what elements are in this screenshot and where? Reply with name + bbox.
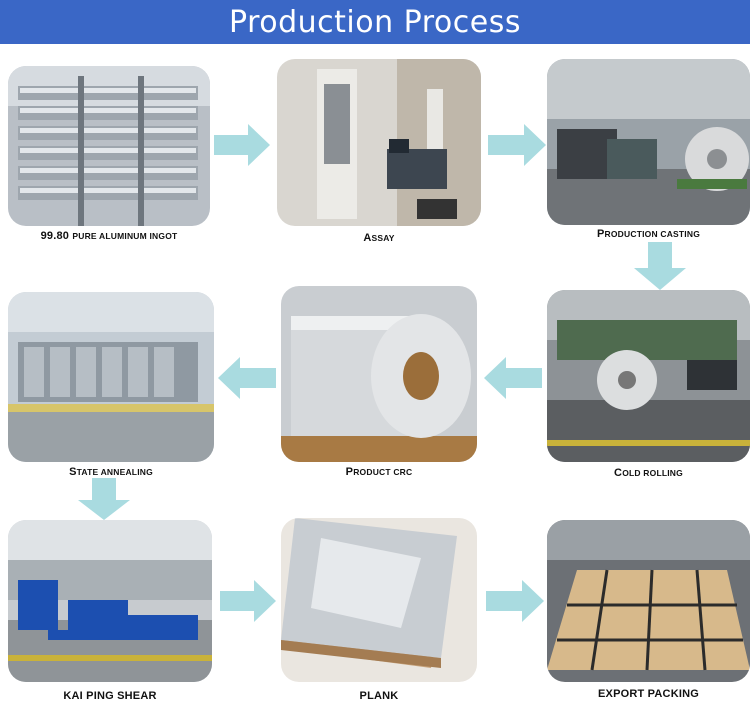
arrow-right-2 [488, 124, 546, 166]
photo-production-casting [547, 59, 750, 225]
caption-state-annealing: STATE ANNEALING [69, 466, 153, 478]
photo-state-annealing [8, 292, 214, 462]
arrow-left-2 [484, 357, 542, 399]
caption-production-casting: PRODUCTION CASTING [596, 228, 701, 240]
photo-kai-ping-shear [8, 520, 212, 682]
caption-export-packing: EXPORT PACKING [598, 688, 699, 700]
arrow-right-4 [486, 580, 544, 622]
caption-assay: ASSAY [363, 232, 395, 244]
caption-aluminum-ingot: 99.80 PURE ALUMINUM INGOT [40, 230, 178, 242]
arrow-left-1 [218, 357, 276, 399]
arrow-down-2 [78, 478, 130, 520]
caption-cold-rolling: COLD ROLLING [614, 467, 683, 479]
header-banner: Production Process [0, 0, 750, 44]
caption-plank: PLANK [359, 690, 399, 702]
arrow-down-1 [634, 242, 686, 290]
arrow-right-1 [214, 124, 270, 166]
photo-aluminum-ingot [8, 66, 210, 226]
caption-product-crc: PRODUCT CRC [345, 466, 413, 478]
caption-kai-ping-shear: KAI PING SHEAR [63, 690, 157, 702]
photo-assay [277, 59, 481, 226]
photo-plank [281, 518, 477, 682]
photo-export-packing [547, 520, 750, 682]
photo-cold-rolling [547, 290, 750, 462]
arrow-right-3 [220, 580, 276, 622]
page-title: Production Process [229, 4, 521, 40]
photo-product-crc [281, 286, 477, 462]
